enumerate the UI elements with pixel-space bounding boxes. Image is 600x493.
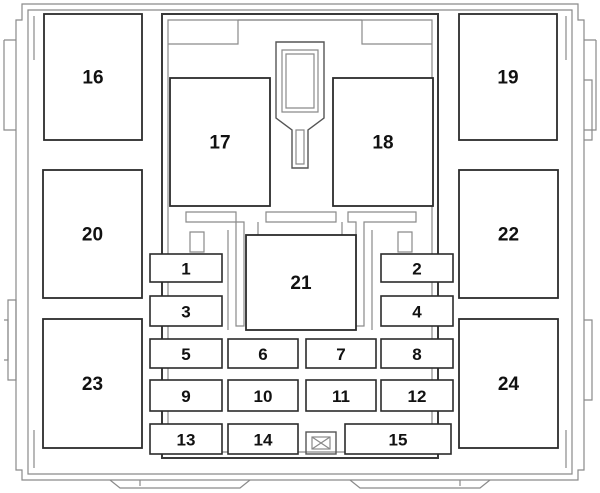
fuse-2-outline	[380, 253, 454, 283]
relay-socket-detail	[275, 41, 325, 169]
housing-outline	[3, 3, 597, 489]
fuse-24-label: 24	[498, 374, 520, 395]
fuse-16-label: 16	[82, 68, 103, 89]
fuse-13-label: 13	[177, 431, 196, 450]
fuse-3: 3	[149, 295, 223, 327]
fuse-15: 15	[344, 423, 452, 455]
fuse-22-label: 22	[498, 225, 519, 246]
fuse-7-label: 7	[336, 345, 345, 364]
fuse-19-outline	[458, 13, 558, 141]
fuse-14-label: 14	[254, 431, 273, 450]
fuse-10: 10	[227, 379, 299, 412]
fuse-6-outline	[227, 338, 299, 369]
fuse-1: 1	[149, 253, 223, 283]
fuse-3-label: 3	[181, 303, 190, 322]
fuse-6-label: 6	[258, 345, 267, 364]
fuse-4-label: 4	[412, 303, 422, 322]
fuse-6: 6	[227, 338, 299, 369]
fuse-9: 9	[149, 379, 223, 412]
fuse-18: 18	[332, 77, 434, 207]
fuse-2-label: 2	[412, 260, 421, 279]
fuse-17-label: 17	[209, 133, 230, 154]
terminal-details	[185, 211, 417, 330]
fuse-2: 2	[380, 253, 454, 283]
fuse-9-outline	[149, 379, 223, 412]
fuse-1-outline	[149, 253, 223, 283]
fuse-22-outline	[458, 169, 559, 299]
fuse-18-label: 18	[372, 133, 393, 154]
fuse-23: 23	[42, 318, 143, 449]
fuse-4-outline	[380, 295, 454, 327]
fuse-13-outline	[149, 423, 223, 455]
fuse-8-label: 8	[412, 345, 421, 364]
fuse-10-label: 10	[254, 387, 273, 406]
fuse-8-outline	[380, 338, 454, 369]
fuse-18-outline	[332, 77, 434, 207]
fuse-5-label: 5	[181, 345, 190, 364]
fuse-13: 13	[149, 423, 223, 455]
fuse-23-outline	[42, 318, 143, 449]
fuse-4: 4	[380, 295, 454, 327]
fuse-24-outline	[458, 318, 559, 449]
fuse-16: 16	[43, 13, 143, 141]
fuse-15-label: 15	[389, 431, 408, 450]
fuse-20-label: 20	[82, 225, 103, 246]
fuse-12-outline	[380, 379, 454, 412]
fuse-3-outline	[149, 295, 223, 327]
fuse-8: 8	[380, 338, 454, 369]
fuse-24: 24	[458, 318, 559, 449]
fuse-5: 5	[149, 338, 223, 369]
fuse-19: 19	[458, 13, 558, 141]
fuse-11: 11	[305, 379, 377, 412]
fuse-14-outline	[227, 423, 299, 455]
fuse-21: 21	[245, 234, 357, 331]
fuse-20-outline	[42, 169, 143, 299]
fuse-5-outline	[149, 338, 223, 369]
fuse-7: 7	[305, 338, 377, 369]
fuse-16-outline	[43, 13, 143, 141]
fuse-12-label: 12	[408, 387, 427, 406]
fuse-12: 12	[380, 379, 454, 412]
fuse-10-outline	[227, 379, 299, 412]
fuse-20: 20	[42, 169, 143, 299]
fuse-21-label: 21	[290, 273, 312, 294]
fuse-23-label: 23	[82, 374, 103, 395]
fuse-17-outline	[169, 77, 271, 207]
fuse-19-label: 19	[497, 68, 518, 89]
fuse-14: 14	[227, 423, 299, 455]
fuse-21-outline	[245, 234, 357, 331]
fuse-11-outline	[305, 379, 377, 412]
fuse-7-outline	[305, 338, 377, 369]
bottom-connector	[305, 431, 337, 455]
fuse-17: 17	[169, 77, 271, 207]
fuse-11-label: 11	[332, 387, 350, 406]
fuse-9-label: 9	[181, 387, 190, 406]
fuse-1-label: 1	[181, 260, 190, 279]
fuse-15-outline	[344, 423, 452, 455]
fuse-22: 22	[458, 169, 559, 299]
